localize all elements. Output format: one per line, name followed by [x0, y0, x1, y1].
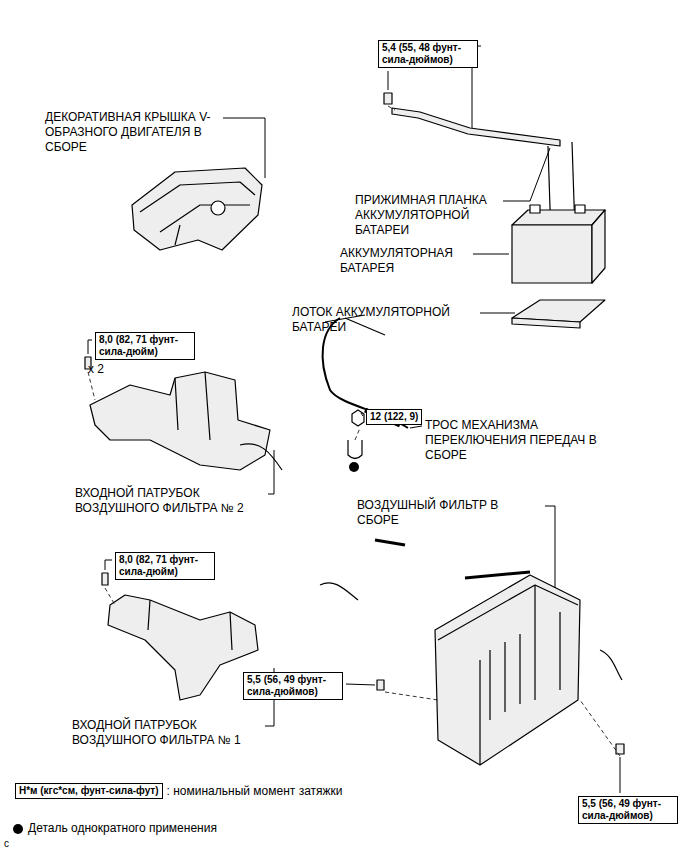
- leader-line: [88, 340, 92, 354]
- legend-text: : номинальный момент затяжки: [167, 784, 343, 799]
- part-label: АККУМУЛЯТОРНАЯ БАТАРЕЯ: [340, 246, 470, 276]
- part-label: ВХОДНОЙ ПАТРУБОК ВОЗДУШНОГО ФИЛЬТРА № 1: [72, 718, 262, 748]
- part-label: ПРИЖИМНАЯ ПЛАНКА АККУМУЛЯТОРНОЙ БАТАРЕИ: [355, 193, 500, 238]
- part-label: x 2: [88, 362, 118, 377]
- leader-line: [346, 684, 375, 685]
- part-label: c: [4, 836, 24, 851]
- torque-value: Н*м (кгс*см, фунт-сила-фут): [19, 785, 159, 797]
- torque-value: 5,5 (56, 49 фунт- сила-дюймов): [582, 798, 674, 822]
- torque-box: 8,0 (82, 71 фунт- сила-дюйм): [115, 552, 215, 580]
- torque-box: 8,0 (82, 71 фунт- сила-дюйм): [95, 332, 195, 360]
- torque-value: 12 (122, 9): [370, 411, 418, 423]
- leader-line: [105, 560, 112, 570]
- leader-line: [388, 71, 389, 90]
- torque-value: 8,0 (82, 71 фунт- сила-дюйм): [99, 334, 191, 358]
- single-use-dot: [13, 824, 23, 834]
- torque-box: 5,4 (55, 48 фунт- сила-дюймов): [378, 40, 478, 68]
- leader-line: [268, 450, 274, 494]
- part-label: ЛОТОК АККУМУЛЯТОРНОЙ БАТАРЕИ: [292, 305, 477, 335]
- part-label: ВОЗДУШНЫЙ ФИЛЬТР В СБОРЕ: [357, 498, 542, 528]
- torque-box: 5,5 (56, 49 фунт- сила-дюймов): [578, 796, 678, 824]
- leader-line: [473, 254, 509, 255]
- torque-value: 5,5 (56, 49 фунт- сила-дюймов): [247, 674, 339, 698]
- leader-line: [223, 118, 265, 178]
- leader-line: [620, 757, 621, 793]
- part-label: ВХОДНОЙ ПАТРУБОК ВОЗДУШНОГО ФИЛЬТРА № 2: [75, 486, 265, 516]
- torque-value: 5,4 (55, 48 фунт- сила-дюймов): [382, 42, 474, 66]
- leader-line: [545, 506, 555, 588]
- leader-line: [503, 148, 550, 201]
- part-label: ДЕКОРАТИВНАЯ КРЫШКА V-ОБРАЗНОГО ДВИГАТЕЛ…: [45, 110, 220, 155]
- leader-line: [361, 413, 363, 416]
- part-label: ТРОС МЕХАНИЗМА ПЕРЕКЛЮЧЕНИЯ ПЕРЕДАЧ В СБ…: [425, 418, 605, 463]
- torque-box: Н*м (кгс*см, фунт-сила-фут): [15, 783, 163, 799]
- legend-text: Деталь однократного применения: [28, 821, 217, 836]
- torque-box: 12 (122, 9): [366, 409, 422, 425]
- leader-line: [410, 426, 422, 428]
- torque-value: 8,0 (82, 71 фунт- сила-дюйм): [119, 554, 211, 578]
- leader-line: [480, 313, 515, 314]
- torque-box: 5,5 (56, 49 фунт- сила-дюймов): [243, 672, 343, 700]
